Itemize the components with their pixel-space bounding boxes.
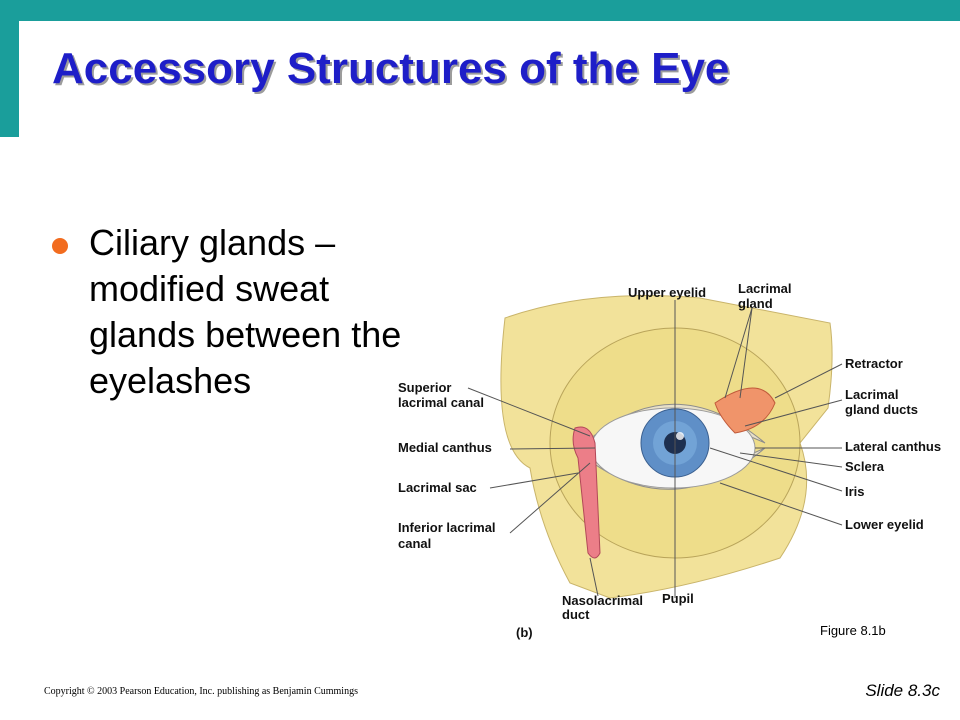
- eye-diagram: Upper eyelid Lacrimal gland Retractor La…: [390, 268, 960, 648]
- label-lacrimal-sac: Lacrimal sac: [398, 480, 477, 495]
- label-retractor: Retractor: [845, 356, 903, 371]
- label-lacrimal-gland: Lacrimal: [738, 281, 791, 296]
- slide-title: Accessory Structures of the Eye: [52, 44, 730, 93]
- label-lacrimal-ducts: Lacrimal: [845, 387, 898, 402]
- left-accent-bar: [0, 0, 19, 137]
- panel-label: (b): [516, 625, 533, 640]
- label-superior-lacrimal-canal: Superior: [398, 380, 451, 395]
- top-accent-bar: [0, 0, 960, 21]
- label-lacrimal-gland-2: gland: [738, 296, 773, 311]
- label-lacrimal-ducts-2: gland ducts: [845, 402, 918, 417]
- label-inferior-lacrimal-canal: Inferior lacrimal: [398, 520, 496, 535]
- label-iris: Iris: [845, 484, 865, 499]
- figure-caption: Figure 8.1b: [820, 623, 886, 638]
- bullet-item: Ciliary glands – modified sweat glands b…: [89, 222, 402, 401]
- label-lower-eyelid: Lower eyelid: [845, 517, 924, 532]
- label-upper-eyelid: Upper eyelid: [628, 285, 706, 300]
- lacrimal-sac-shape: [572, 426, 601, 559]
- slide-number: Slide 8.3c: [865, 681, 940, 700]
- bullet-dot-icon: [52, 238, 68, 254]
- label-medial-canthus: Medial canthus: [398, 440, 492, 455]
- label-pupil: Pupil: [662, 591, 694, 606]
- label-inferior-lacrimal-canal-2: canal: [398, 536, 431, 551]
- label-nasolacrimal-duct-2: duct: [562, 607, 590, 622]
- label-nasolacrimal-duct: Nasolacrimal: [562, 593, 643, 608]
- label-superior-lacrimal-canal-2: lacrimal canal: [398, 395, 484, 410]
- label-lateral-canthus: Lateral canthus: [845, 439, 941, 454]
- copyright-notice: Copyright © 2003 Pearson Education, Inc.…: [44, 686, 358, 697]
- label-sclera: Sclera: [845, 459, 885, 474]
